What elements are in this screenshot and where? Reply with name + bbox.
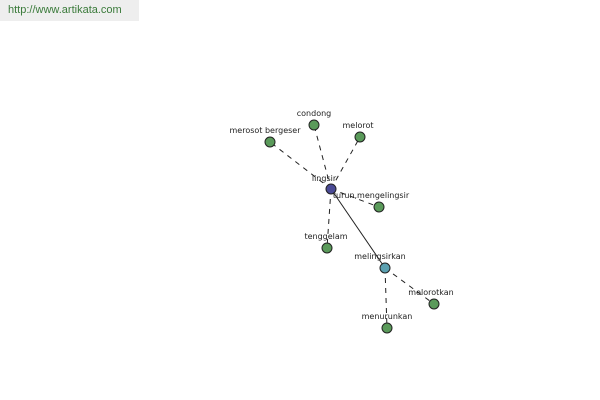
node-lingsir[interactable]: lingsir — [312, 174, 337, 195]
node-label-merosot_bergeser[interactable]: merosot bergeser — [230, 126, 302, 135]
node-circle-merosot_bergeser[interactable] — [264, 136, 276, 148]
edge-lingsir-turun_mengelingsir — [330, 188, 380, 208]
node-turun_mengelingsir[interactable]: turun,mengelingsir — [333, 191, 410, 213]
edges-layer — [269, 124, 435, 329]
node-circle-melingsirkan[interactable] — [379, 262, 391, 274]
node-tenggelam[interactable]: tenggelam — [304, 232, 348, 254]
edge-melingsirkan-menurunkan — [384, 267, 388, 329]
node-circle-lingsir[interactable] — [325, 183, 337, 195]
node-circle-turun_mengelingsir[interactable] — [373, 201, 385, 213]
edge-lingsir-condong — [313, 124, 332, 190]
node-circle-melorotkan[interactable] — [428, 298, 440, 310]
node-menurunkan[interactable]: menurunkan — [362, 312, 413, 334]
node-label-melingsirkan[interactable]: melingsirkan — [354, 252, 405, 261]
edge-lingsir-merosot_bergeser — [269, 141, 332, 190]
node-circle-tenggelam[interactable] — [321, 242, 333, 254]
node-circle-condong[interactable] — [308, 119, 320, 131]
nodes-layer: lingsir merosot bergeser condong melorot tur… — [230, 109, 454, 334]
edge-melingsirkan-melorotkan — [384, 267, 435, 305]
node-label-turun_mengelingsir[interactable]: turun,mengelingsir — [333, 191, 410, 200]
node-label-menurunkan[interactable]: menurunkan — [362, 312, 413, 321]
node-circle-menurunkan[interactable] — [381, 322, 393, 334]
node-label-tenggelam[interactable]: tenggelam — [304, 232, 347, 241]
node-melorot[interactable]: melorot — [343, 121, 374, 143]
node-condong[interactable]: condong — [297, 109, 331, 131]
node-label-condong[interactable]: condong — [297, 109, 331, 118]
node-circle-melorot[interactable] — [354, 131, 366, 143]
node-label-melorotkan[interactable]: melorotkan — [408, 288, 453, 297]
node-label-lingsir[interactable]: lingsir — [312, 174, 337, 183]
source-url-link[interactable]: http://www.artikata.com — [0, 0, 139, 21]
node-label-melorot[interactable]: melorot — [343, 121, 374, 130]
edge-lingsir-melingsirkan — [330, 188, 386, 269]
node-merosot_bergeser[interactable]: merosot bergeser — [230, 126, 302, 148]
node-melingsirkan[interactable]: melingsirkan — [354, 252, 406, 274]
node-melorotkan[interactable]: melorotkan — [408, 288, 454, 310]
